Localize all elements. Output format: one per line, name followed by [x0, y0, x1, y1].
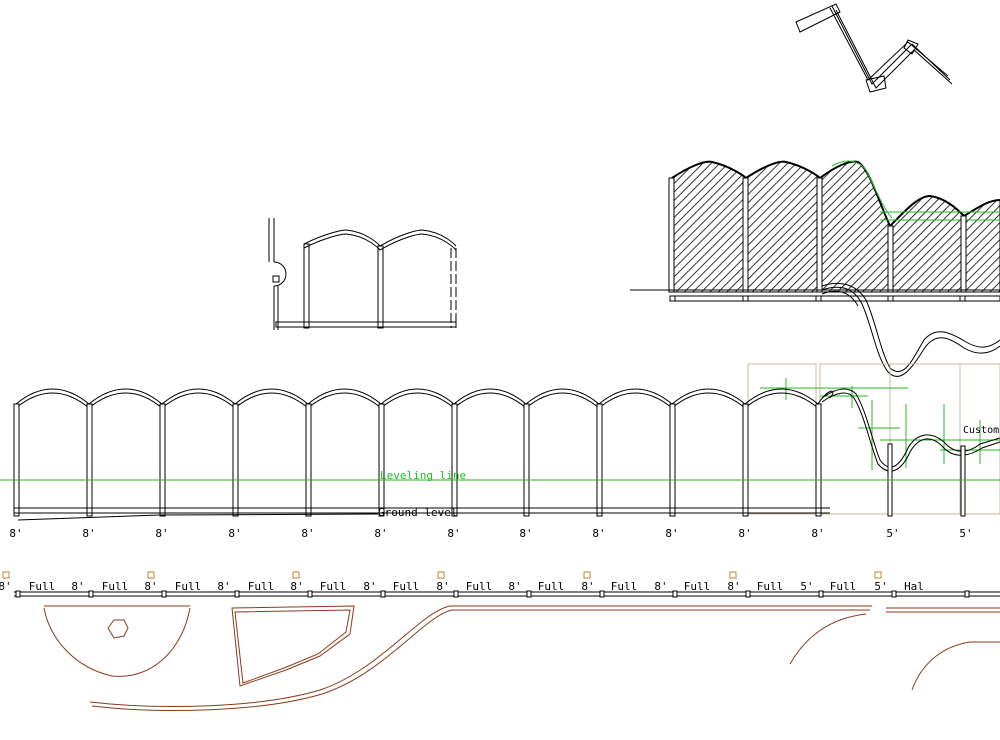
- rail-marker: [147, 571, 155, 579]
- fence-post: [451, 403, 458, 517]
- rail-segment-label: 8': [363, 580, 376, 593]
- dimension-label: 8': [82, 527, 95, 540]
- dimension-label: 8': [155, 527, 168, 540]
- rail-segment-label: 8': [508, 580, 521, 593]
- rail-segment-label: 8': [581, 580, 594, 593]
- site-plan-outline: [43, 605, 1000, 711]
- rail-tick: [234, 590, 240, 598]
- curved-rail-detail: [821, 282, 1000, 377]
- rail-segment-label: 8': [144, 580, 157, 593]
- dimension-label: 8': [374, 527, 387, 540]
- rail-segment-label: 8': [436, 580, 449, 593]
- fence-post: [742, 403, 749, 517]
- rail-segment-label: Hal: [904, 580, 924, 593]
- rail-tick: [453, 590, 459, 598]
- hatched-fence-elevation: [630, 160, 1000, 302]
- custom-label: Custom: [963, 425, 999, 436]
- rail-segment-label: Full: [393, 580, 420, 593]
- rail-segment-label: 8': [0, 580, 12, 593]
- rail-marker: [729, 571, 737, 579]
- fence-post: [13, 403, 20, 517]
- dimension-labels: 8' 8' 8' 8' 8' 8' 8' 8' 8' 8' 8' 8' 5' 5': [9, 527, 972, 540]
- rail-tick: [15, 590, 21, 598]
- dimension-label: 8': [592, 527, 605, 540]
- zigzag-detail: [795, 3, 953, 93]
- dimension-label: 5': [886, 527, 899, 540]
- rail-segment-label: Full: [102, 580, 129, 593]
- rail-tick: [161, 590, 167, 598]
- rail-tick: [964, 590, 970, 598]
- rail-tick: [672, 590, 678, 598]
- main-fence-elevation: [13, 388, 1000, 521]
- fence-post: [378, 403, 385, 517]
- fence-post: [159, 403, 166, 517]
- rail-tick: [599, 590, 605, 598]
- rail-segment-label: Full: [175, 580, 202, 593]
- rail-marker: [874, 571, 882, 579]
- rail-segment-label: 8': [727, 580, 740, 593]
- fence-post: [305, 403, 312, 517]
- rail-segment-label: 8': [654, 580, 667, 593]
- rail-tick: [88, 590, 94, 598]
- fence-post: [815, 403, 822, 517]
- rail-tick: [891, 590, 897, 598]
- rail-segment-label: 5': [800, 580, 813, 593]
- dimension-label: 8': [519, 527, 532, 540]
- rail-segment-label: 8': [71, 580, 84, 593]
- dimension-label: 8': [811, 527, 824, 540]
- dimension-label: 8': [665, 527, 678, 540]
- rail-segment-label: 5': [874, 580, 887, 593]
- rail-tick: [818, 590, 824, 598]
- fence-post: [669, 403, 676, 517]
- rail-segment-label: Full: [538, 580, 565, 593]
- gate-end-elevation: [268, 218, 457, 330]
- dimension-label: 8': [301, 527, 314, 540]
- rail-segment-label: Full: [757, 580, 784, 593]
- fence-post: [232, 403, 239, 517]
- rail-plan-labels: 8' Full 8' Full 8' Full 8' Full 8' Full 8' Full 8' Fu…: [0, 580, 924, 593]
- dimension-label: 8': [738, 527, 751, 540]
- rail-plan: [2, 571, 1000, 598]
- dimension-label: 8': [228, 527, 241, 540]
- fence-post: [523, 403, 530, 517]
- rail-tick: [745, 590, 751, 598]
- rail-marker: [292, 571, 300, 579]
- rail-segment-label: Full: [466, 580, 493, 593]
- rail-tick: [526, 590, 532, 598]
- rail-segment-label: Full: [830, 580, 857, 593]
- fence-post: [86, 403, 93, 517]
- rail-segment-label: 8': [290, 580, 303, 593]
- rail-marker: [437, 571, 445, 579]
- dimension-label: 8': [9, 527, 22, 540]
- fence-post: [596, 403, 603, 517]
- ground-level-label: Ground level: [378, 506, 457, 519]
- rail-tick: [380, 590, 386, 598]
- rail-segment-label: Full: [29, 580, 56, 593]
- dimension-label: 8': [447, 527, 460, 540]
- rail-segment-label: 8': [217, 580, 230, 593]
- leveling-line-label: Leveling line: [380, 469, 466, 482]
- rail-marker: [583, 571, 591, 579]
- rail-tick: [307, 590, 313, 598]
- rail-segment-label: Full: [611, 580, 638, 593]
- rail-marker: [2, 571, 10, 579]
- rail-segment-label: Full: [248, 580, 275, 593]
- rail-segment-label: Full: [320, 580, 347, 593]
- dimension-label: 5': [959, 527, 972, 540]
- rail-segment-label: Full: [684, 580, 711, 593]
